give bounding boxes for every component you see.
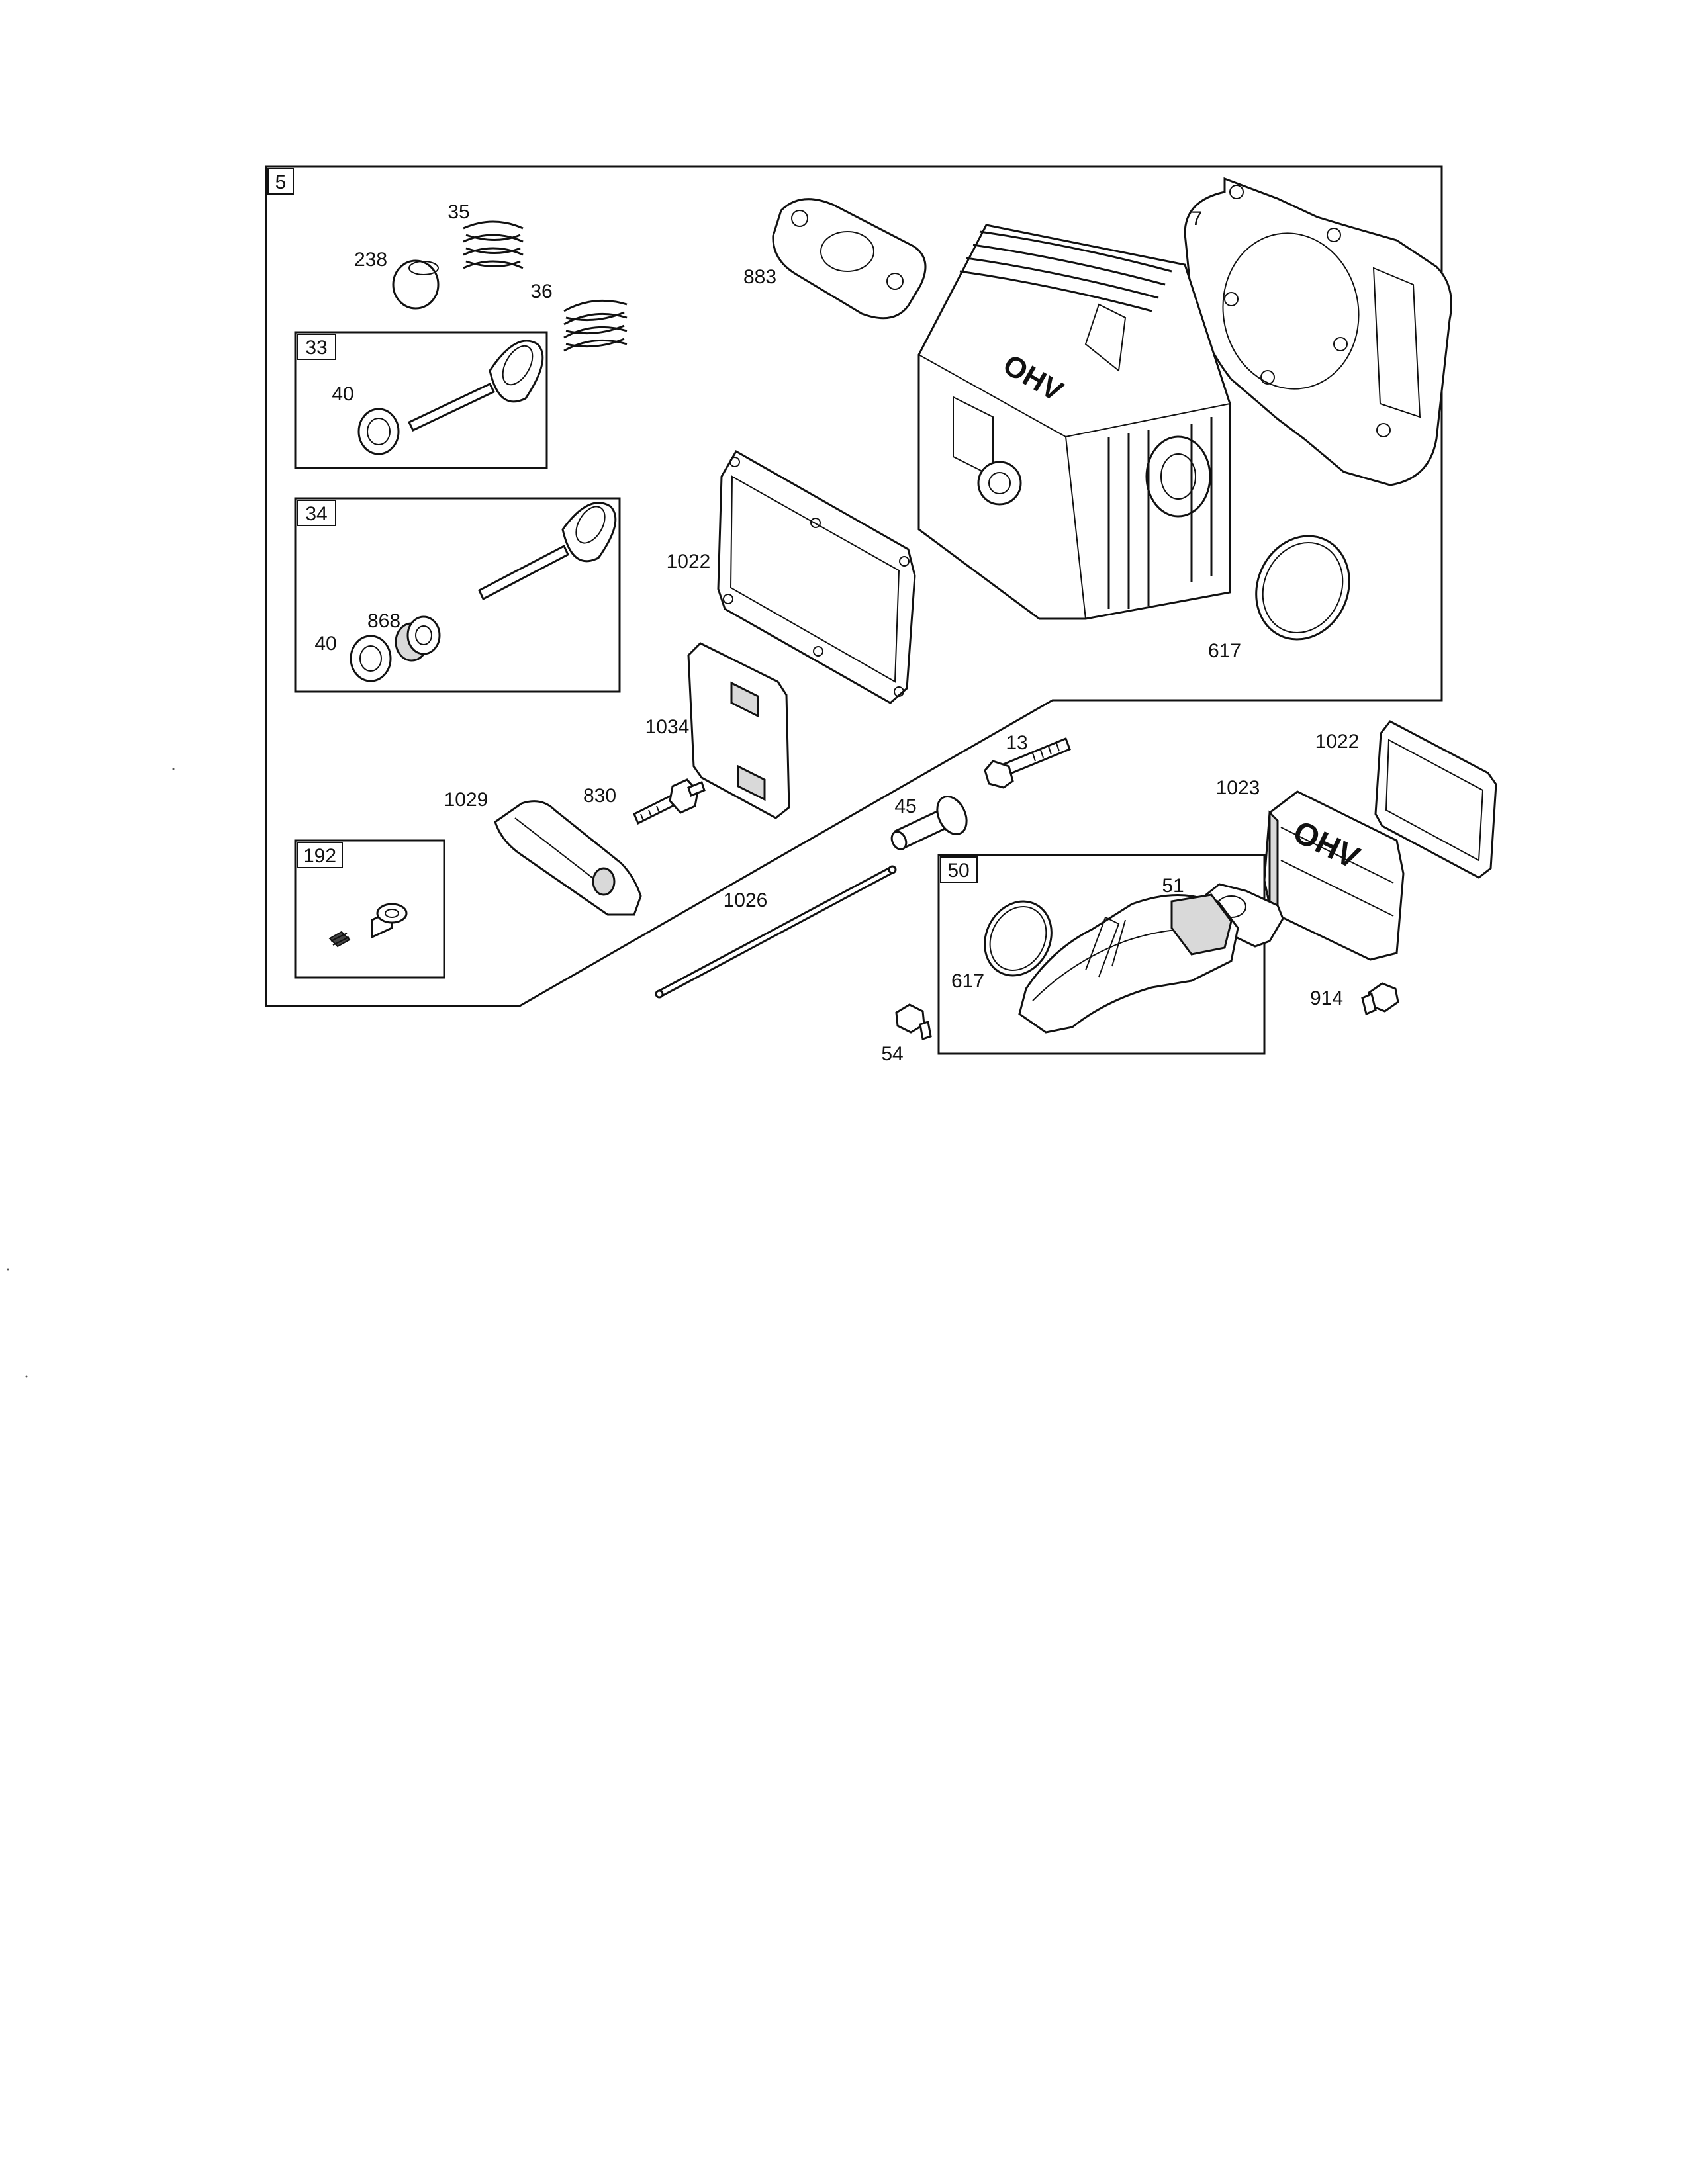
push-rod-1026: [655, 865, 897, 999]
valve-seal-868: [395, 615, 441, 662]
intake-manifold: [1018, 893, 1239, 1034]
box-50: [937, 854, 1266, 1055]
label-617b: 617: [951, 970, 984, 992]
box-50-tag: [940, 856, 978, 883]
label-617a: 617: [1208, 640, 1241, 662]
rocker-arm-1029: [494, 800, 642, 916]
scan-speck: [7, 1268, 9, 1271]
box-33-tag: [297, 334, 336, 360]
label-40b: 40: [314, 633, 336, 655]
rocker-stud-830: [633, 778, 706, 825]
label-1023: 1023: [1216, 777, 1260, 799]
cover-gasket-1022a: [717, 449, 916, 704]
label-13: 13: [1006, 732, 1027, 754]
valve-retainer-40b: [350, 635, 392, 682]
valve-spring-36: [563, 299, 628, 352]
label-1022a: 1022: [667, 551, 711, 572]
main-frame: [265, 165, 1443, 1007]
bolt-13: [984, 737, 1071, 789]
label-830: 830: [583, 785, 616, 807]
label-1034: 1034: [645, 716, 690, 738]
intake-valve: [478, 502, 617, 601]
label-238: 238: [354, 249, 387, 271]
head-gasket-7: [1184, 177, 1452, 486]
box-33: [294, 331, 548, 469]
label-40a: 40: [332, 383, 353, 405]
cover-screw-914: [1361, 982, 1399, 1016]
box-34-tag: [297, 500, 336, 526]
push-rod-guide-45: [890, 796, 968, 850]
valve-cap-238: [392, 259, 440, 310]
box-34-number: 34: [305, 503, 327, 525]
main-frame-number: 5: [275, 171, 287, 193]
exhaust-gasket-883: [772, 198, 927, 320]
manifold-screw-54: [895, 1003, 932, 1040]
box-192: [294, 839, 445, 979]
main-frame-tag: [267, 168, 294, 195]
scan-speck: [172, 768, 175, 770]
box-192-tag: [297, 842, 343, 868]
scan-speck: [25, 1375, 28, 1378]
valve-cover-1023: OHV: [1263, 790, 1405, 961]
label-35: 35: [447, 201, 469, 223]
label-1022b: 1022: [1315, 731, 1360, 752]
label-868: 868: [367, 610, 400, 632]
label-45: 45: [894, 796, 916, 817]
breather-valve-192: [328, 903, 408, 948]
exhaust-valve: [407, 340, 544, 432]
cylinder-head: OHV: [917, 224, 1231, 620]
box-33-number: 33: [305, 337, 327, 359]
cover-gasket-1022b: [1374, 720, 1497, 879]
breather-gasket-1034: [687, 642, 790, 819]
label-36: 36: [530, 281, 552, 302]
o-ring-617a: [1255, 535, 1350, 641]
label-54: 54: [881, 1043, 903, 1065]
label-51: 51: [1162, 875, 1184, 897]
valve-spring-35: [463, 220, 524, 269]
o-ring-617b: [984, 900, 1053, 977]
label-7: 7: [1192, 208, 1203, 230]
box-34: [294, 497, 621, 693]
box-50-number: 50: [947, 860, 969, 882]
label-883: 883: [743, 266, 776, 288]
box-192-number: 192: [303, 845, 336, 867]
label-914: 914: [1310, 987, 1343, 1009]
label-1029: 1029: [444, 789, 489, 811]
valve-retainer-40a: [357, 408, 400, 455]
label-1026: 1026: [724, 889, 768, 911]
